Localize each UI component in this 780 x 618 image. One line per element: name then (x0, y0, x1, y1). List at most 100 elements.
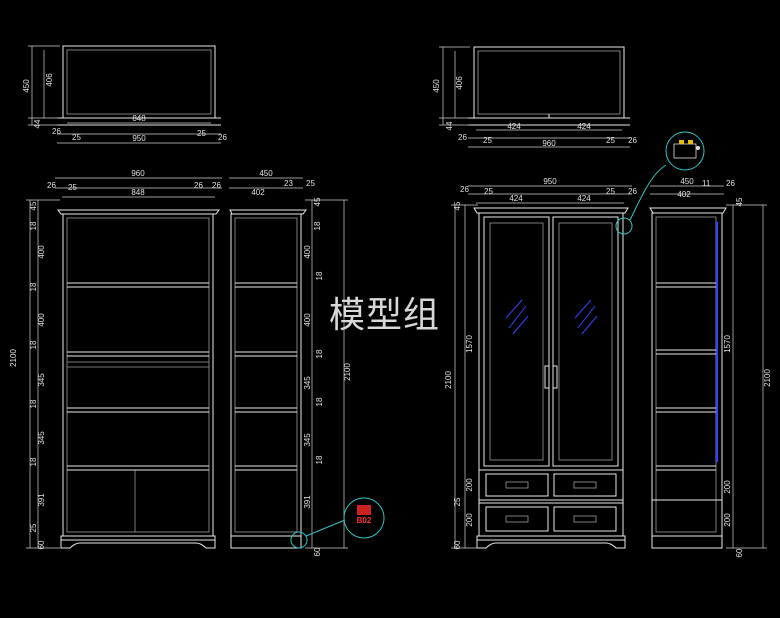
callout-right-bubble (665, 131, 705, 171)
cab-a-side-r3: 18 (315, 271, 324, 280)
cab-a-top-w848: 848 (132, 114, 146, 123)
cab-b-side-w402: 402 (677, 190, 691, 199)
cab-b-side-body (651, 212, 723, 537)
cab-b-side-w26: 26 (726, 179, 735, 188)
cab-a-side-r4: 400 (303, 313, 312, 327)
cab-b-drawer-3 (485, 506, 549, 532)
cab-a-front-body (62, 213, 214, 537)
cab-a-top-outline (62, 45, 216, 119)
cab-b-drawer-3-pull (505, 515, 529, 523)
cab-b-side-r2: 200 (723, 480, 732, 494)
cab-a-side-inner (234, 217, 298, 533)
cab-b-drawer-2 (553, 473, 617, 497)
cab-b-front-off-r2: 26 (628, 187, 637, 196)
cab-b-front-w950: 950 (543, 177, 557, 186)
cab-b-front-r4: 200 (465, 513, 474, 527)
cab-a-side-r10: 391 (303, 495, 312, 509)
cab-a-front-r2: 18 (29, 282, 38, 291)
cab-b-drawer-1 (485, 473, 549, 497)
cab-a-front-r8: 18 (29, 457, 38, 466)
callout-right-ring (615, 217, 633, 235)
cab-a-front-off-l2: 25 (68, 183, 77, 192)
cab-b-front-r2: 200 (465, 478, 474, 492)
cab-a-top-off-r1: 25 (197, 129, 206, 138)
cab-a-side-hdims (229, 177, 303, 189)
cab-b-front-r1: 1570 (465, 335, 474, 353)
cab-a-front-w960: 960 (131, 169, 145, 178)
cab-b-front-base (476, 535, 626, 549)
cab-b-side-base (651, 535, 723, 549)
cab-a-front-w848: 848 (131, 188, 145, 197)
cab-a-side-h2100: 2100 (343, 363, 352, 381)
cab-a-front-r5: 345 (37, 373, 46, 387)
cab-b-door-left (483, 216, 550, 467)
cab-b-top-view: 450 406 44 424 424 26 25 25 26 960 (432, 46, 637, 148)
callout-right-mark-1 (679, 140, 684, 144)
cab-b-top-off-l2: 25 (483, 136, 492, 145)
cab-a-front-r4: 18 (29, 340, 38, 349)
callout-right-detail (673, 143, 697, 159)
cab-b-front-view: 950 26 25 25 26 424 424 2100 45 1570 200 (444, 177, 637, 549)
cab-b-drawer-2-pull (573, 481, 597, 489)
cab-b-front-off-l1: 26 (460, 185, 469, 194)
cab-b-side-w11: 11 (702, 179, 711, 188)
cab-a-side-r11: 60 (313, 547, 322, 556)
cab-b-door-right-panel (558, 222, 613, 461)
cab-b-front-off-r1: 25 (606, 187, 615, 196)
cab-b-side-inner (655, 216, 717, 533)
cab-b-top-hdims (468, 129, 630, 148)
cab-a-front-shelves (67, 282, 209, 471)
cab-b-front-r5: 60 (453, 540, 462, 549)
cab-b-top-h450: 450 (432, 79, 441, 93)
cab-b-top-w-r: 424 (577, 122, 591, 131)
cab-b-top-vdims (439, 46, 470, 126)
cab-a-front-r1: 400 (37, 245, 46, 259)
cab-a-top-hdims (57, 122, 221, 144)
cab-a-side-r5: 18 (315, 349, 324, 358)
cab-a-front-divider (67, 361, 209, 532)
cab-b-front-r3: 25 (453, 497, 462, 506)
cab-a-side-r1: 18 (313, 221, 322, 230)
cab-a-front-vdims (26, 199, 60, 549)
callout-b02: B02 (290, 497, 385, 549)
cab-b-top-off-l1: 26 (458, 133, 467, 142)
cab-a-front-r10: 25 (29, 523, 38, 532)
cab-a-top-h406: 406 (45, 73, 54, 87)
cab-a-top-view: 450 406 44 848 26 25 25 26 950 (22, 45, 227, 144)
cab-a-front-h2100: 2100 (9, 349, 18, 367)
cab-b-front-w-r: 424 (577, 194, 591, 203)
cab-b-glass-hatch-left (505, 299, 529, 335)
cab-a-side-r2: 400 (303, 245, 312, 259)
cab-b-side-r4: 60 (735, 548, 744, 557)
cab-b-front-off-l2: 25 (484, 187, 493, 196)
cab-a-top-off-l2: 25 (72, 133, 81, 142)
cab-a-side-shelves (235, 282, 297, 471)
cab-a-side-w25: 25 (306, 179, 315, 188)
callout-b02-marker (357, 505, 371, 515)
cab-b-front-body (478, 212, 624, 537)
cab-b-handle-right (552, 365, 558, 389)
callout-right (615, 131, 705, 235)
cab-a-front-h45: 45 (29, 201, 38, 210)
cab-b-side-w450: 450 (680, 177, 694, 186)
cab-a-side-base (230, 535, 302, 549)
cab-b-front-h2100: 2100 (444, 371, 453, 389)
cab-a-side-r7: 18 (315, 397, 324, 406)
cab-a-top-w950: 950 (132, 134, 146, 143)
cab-a-top-off-r2: 26 (218, 133, 227, 142)
cab-b-front-hdims (468, 185, 632, 204)
cab-a-front-r6: 18 (29, 399, 38, 408)
callout-right-mark-2 (688, 140, 693, 144)
cab-b-top-w960: 960 (542, 139, 556, 148)
cab-b-front-crown (473, 207, 629, 214)
cab-b-top-w-l: 424 (507, 122, 521, 131)
cab-a-front-r3: 400 (37, 313, 46, 327)
cab-b-front-vdims (451, 204, 478, 549)
cab-a-top-vdims (28, 45, 60, 126)
cab-b-door-left-panel (489, 222, 544, 461)
cab-b-side-hdims (650, 185, 724, 195)
cab-b-front-w-l: 424 (509, 194, 523, 203)
cab-a-side-w402: 402 (251, 188, 265, 197)
cab-b-top-off-r2: 26 (628, 136, 637, 145)
cab-b-top-h406: 406 (455, 76, 464, 90)
